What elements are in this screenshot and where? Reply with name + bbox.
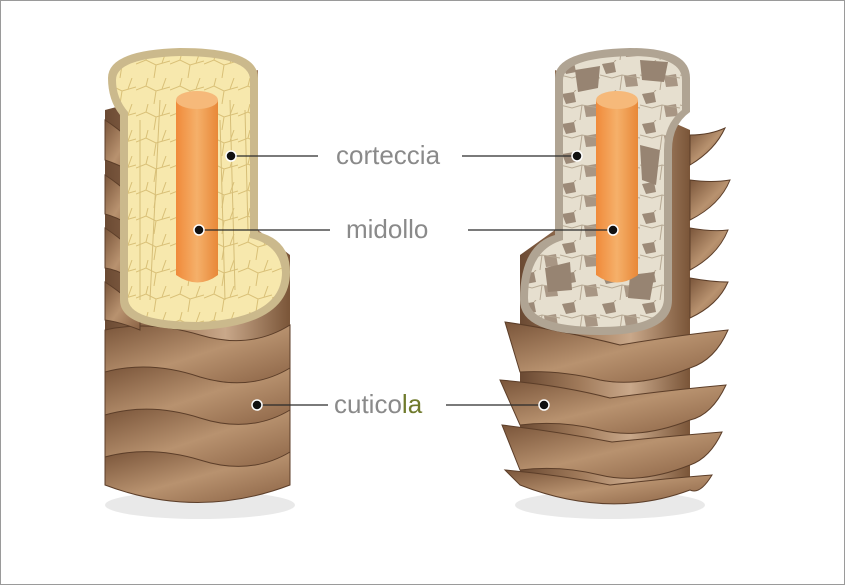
label-medulla: midollo bbox=[346, 214, 428, 244]
dot-cortex-right bbox=[571, 150, 583, 162]
pointer-dots bbox=[193, 150, 619, 411]
cuticle-scales-right bbox=[499, 126, 731, 505]
medulla-top-right bbox=[596, 91, 638, 109]
cortex-fibers-left bbox=[139, 99, 249, 301]
healthy-hair bbox=[104, 48, 295, 519]
medulla-right bbox=[596, 94, 638, 283]
leader-lines bbox=[199, 155, 613, 406]
dot-cortex-left bbox=[225, 150, 237, 162]
label-cuticle: cuticola bbox=[334, 389, 423, 419]
cuticle-scales-left bbox=[104, 119, 291, 503]
dot-medulla-left bbox=[193, 224, 205, 236]
dot-cuticle-left bbox=[251, 399, 263, 411]
label-cuticle-main: cutico bbox=[334, 389, 402, 419]
label-cortex: corteccia bbox=[336, 140, 441, 170]
damaged-hair bbox=[499, 48, 731, 519]
medulla-left bbox=[176, 94, 218, 283]
damage-patches-right bbox=[545, 60, 668, 300]
dot-cuticle-right bbox=[538, 399, 550, 411]
medulla-top-left bbox=[176, 91, 218, 109]
label-cuticle-highlight: la bbox=[402, 389, 423, 419]
dot-medulla-right bbox=[607, 224, 619, 236]
